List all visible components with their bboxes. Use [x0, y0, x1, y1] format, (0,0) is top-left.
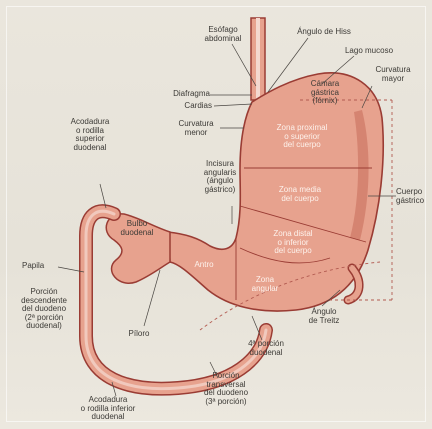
label-bulbo-duodenal: Bulbo duodenal: [114, 220, 160, 237]
label-cuerpo-gastrico: Cuerpo gástrico: [396, 188, 432, 205]
label-zona-proximal: Zona proximal o superior del cuerpo: [260, 124, 344, 150]
leader-cardias: [214, 104, 252, 106]
label-curvatura-menor: Curvatura menor: [168, 120, 224, 137]
label-esofago-abdominal: Esófago abdominal: [188, 26, 258, 43]
label-cuarta-porcion: 4ª porción duodenal: [236, 340, 296, 357]
label-zona-media: Zona media del cuerpo: [262, 186, 338, 203]
label-zona-distal: Zona distal o inferior del cuerpo: [256, 230, 330, 256]
label-porcion-transversal: Porción transversal del duodeno (3ª porc…: [188, 372, 264, 406]
leader-piloro: [144, 270, 160, 326]
label-acodadura-superior: Acodadura o rodilla superior duodenal: [58, 118, 122, 152]
label-antro: Antro: [184, 261, 224, 270]
label-lago-mucoso: Lago mucoso: [336, 47, 402, 56]
label-porcion-descendente: Porción descendente del duodeno (2ª porc…: [12, 288, 76, 331]
label-camara-gastrica: Cámara gástrica (fórnix): [296, 80, 354, 106]
label-papila: Papila: [22, 262, 62, 271]
label-angulo-his: Ángulo de Hiss: [284, 28, 364, 37]
label-cardias: Cardias: [160, 102, 212, 111]
label-diafragma: Diafragma: [150, 90, 210, 99]
label-curvatura-mayor: Curvatura mayor: [368, 66, 418, 83]
label-piloro: Píloro: [118, 330, 160, 339]
label-zona-angular: Zona angular: [240, 276, 290, 293]
label-acodadura-inferior: Acodadura o rodilla inferior duodenal: [66, 396, 150, 422]
label-angulo-treitz: Ángulo de Treitz: [300, 308, 348, 325]
label-incisura-angularis: Incisura angularis (ángulo gástrico): [192, 160, 248, 194]
